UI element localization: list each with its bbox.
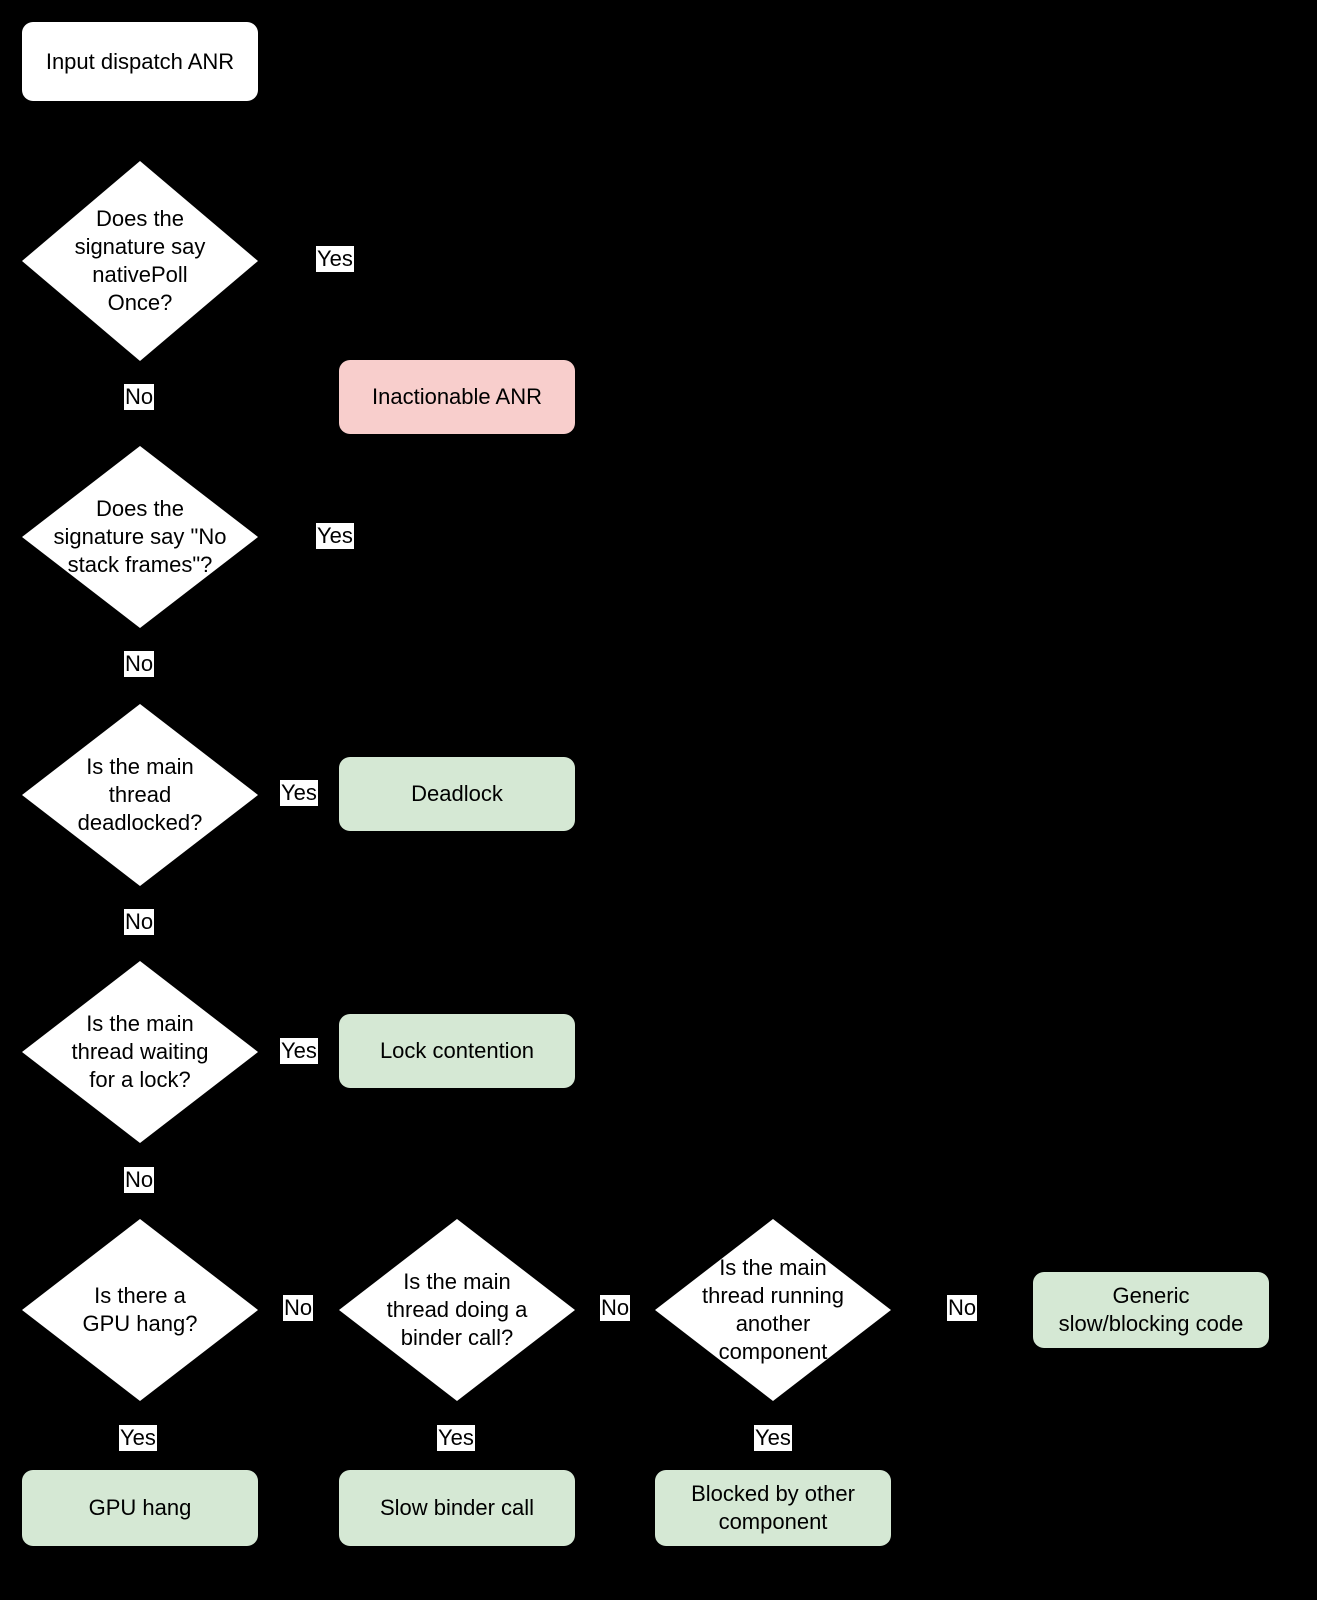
node-outcome-inactionable-anr[interactable]: Inactionable ANR <box>339 360 575 434</box>
connector-deadlocked-yes <box>258 793 280 795</box>
node-start-input-dispatch-anr[interactable]: Input dispatch ANR <box>22 22 258 101</box>
diamond-shape <box>22 1219 258 1401</box>
node-outcome-lock-contention[interactable]: Lock contention <box>339 1014 575 1088</box>
diamond-shape <box>22 961 258 1143</box>
node-outcome-generic-slow-blocking-code[interactable]: Generic slow/blocking code <box>1033 1272 1269 1348</box>
node-outcome-deadlock[interactable]: Deadlock <box>339 757 575 831</box>
node-decision-running-another-component[interactable]: Is the main thread running another compo… <box>655 1219 891 1401</box>
edge-label-waiting-lock-no: No <box>124 1167 155 1193</box>
node-decision-main-thread-waiting-lock[interactable]: Is the main thread waiting for a lock? <box>22 961 258 1143</box>
edge-label-other-component-yes: Yes <box>754 1425 792 1451</box>
connector-start-to-nativepoll <box>138 101 140 163</box>
edge-label-deadlocked-no: No <box>124 909 155 935</box>
edge-label-waiting-lock-yes: Yes <box>280 1038 318 1064</box>
edge-label-gpu-hang-yes: Yes <box>119 1425 157 1451</box>
edge-label-other-component-no: No <box>947 1295 978 1321</box>
edge-label-no-stack-frames-yes: Yes <box>316 523 354 549</box>
node-outcome-slow-binder-call[interactable]: Slow binder call <box>339 1470 575 1546</box>
diamond-shape <box>22 161 258 361</box>
edge-label-gpu-hang-no: No <box>283 1295 314 1321</box>
diamond-shape <box>339 1219 575 1401</box>
node-outcome-blocked-by-other-component[interactable]: Blocked by other component <box>655 1470 891 1546</box>
edge-label-no-stack-frames-no: No <box>124 651 155 677</box>
node-outcome-gpu-hang[interactable]: GPU hang <box>22 1470 258 1546</box>
diamond-shape <box>22 704 258 886</box>
edge-label-binder-call-no: No <box>600 1295 631 1321</box>
edge-label-binder-call-yes: Yes <box>437 1425 475 1451</box>
node-decision-gpu-hang[interactable]: Is there a GPU hang? <box>22 1219 258 1401</box>
edge-label-native-poll-no: No <box>124 384 155 410</box>
node-decision-native-poll-once[interactable]: Does the signature say nativePoll Once? <box>22 161 258 361</box>
edge-label-deadlocked-yes: Yes <box>280 780 318 806</box>
node-decision-main-thread-deadlocked[interactable]: Is the main thread deadlocked? <box>22 704 258 886</box>
node-decision-no-stack-frames[interactable]: Does the signature say "No stack frames"… <box>22 446 258 628</box>
diamond-shape <box>22 446 258 628</box>
connector-nostackframes-yes <box>258 536 318 538</box>
connector-nativepoll-yes <box>258 260 318 262</box>
node-decision-binder-call[interactable]: Is the main thread doing a binder call? <box>339 1219 575 1401</box>
edge-label-native-poll-yes: Yes <box>316 246 354 272</box>
connector-waitinglock-yes <box>258 1050 280 1052</box>
diamond-shape <box>655 1219 891 1401</box>
